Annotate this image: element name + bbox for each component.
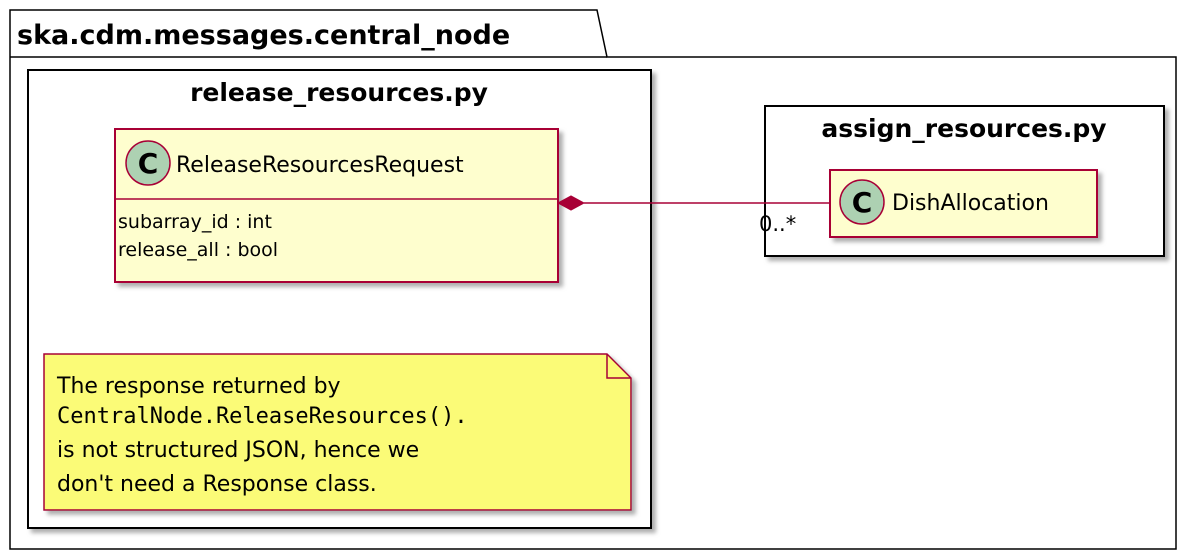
note-code-line: CentralNode.ReleaseResources(). xyxy=(57,404,468,429)
class-stereotype-icon xyxy=(839,179,885,225)
module-release-resources-title: release_resources.py xyxy=(190,78,488,107)
composition-diamond xyxy=(556,195,586,211)
note: The response returned by CentralNode.Rel… xyxy=(43,353,632,511)
class-attribute: release_all : bool xyxy=(118,239,278,261)
package-title: ska.cdm.messages.central_node xyxy=(17,20,510,51)
class-stereotype-letter: C xyxy=(852,186,873,219)
multiplicity-label: 0..* xyxy=(759,212,796,236)
class-dish-allocation[interactable]: C DishAllocation xyxy=(829,169,1098,238)
note-line: don't need a Response class. xyxy=(57,472,377,497)
note-line: The response returned by xyxy=(56,374,341,399)
class-attribute: subarray_id : int xyxy=(118,211,272,233)
class-name: DishAllocation xyxy=(892,191,1049,216)
module-assign-resources-title: assign_resources.py xyxy=(821,114,1106,143)
note-line: is not structured JSON, hence we xyxy=(57,438,419,463)
class-stereotype-letter: C xyxy=(138,147,159,180)
class-name: ReleaseResourcesRequest xyxy=(176,153,464,178)
class-stereotype-icon xyxy=(125,140,171,186)
composition-association: 0..* xyxy=(556,195,830,236)
class-release-resources-request[interactable]: C ReleaseResourcesRequest subarray_id : … xyxy=(114,128,559,283)
